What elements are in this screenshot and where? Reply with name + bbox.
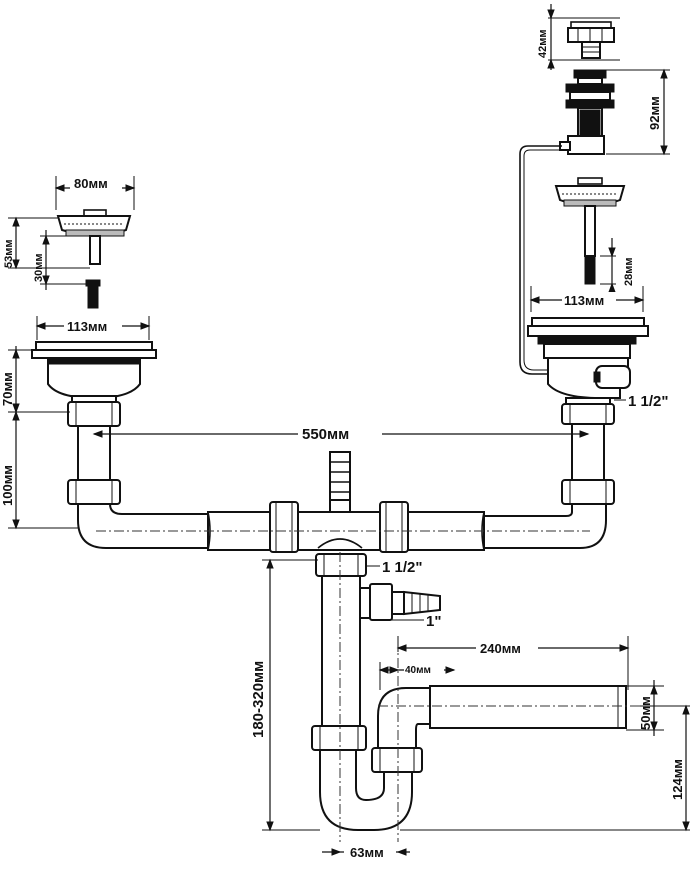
dim-28: 28мм <box>600 238 635 298</box>
svg-text:1 1/2": 1 1/2" <box>382 559 422 576</box>
bottle-trap <box>311 685 627 831</box>
label-50: 50мм <box>638 696 653 730</box>
strainer-basket-right <box>554 177 626 285</box>
overflow-outlet <box>559 69 615 155</box>
dim-100: 100мм <box>0 410 78 530</box>
dim-80: 80мм <box>54 176 136 210</box>
label-92: 92мм <box>647 96 662 130</box>
label-53: 53мм <box>3 239 15 268</box>
dim-30: 30мм <box>33 230 90 290</box>
dim-42: 42мм <box>537 4 620 70</box>
label-240: 240мм <box>480 641 521 656</box>
left-drop <box>67 395 209 549</box>
dim-70: 70мм <box>0 346 70 414</box>
dim-180-320: 180-320мм <box>250 558 320 832</box>
center-drop <box>315 553 441 731</box>
label-63: 63мм <box>350 845 384 860</box>
label-550: 550мм <box>302 426 349 443</box>
overflow-hose <box>519 145 600 375</box>
label-113-left: 113мм <box>67 319 107 334</box>
tee-with-spigot <box>269 451 409 553</box>
label-center-outlet: 1 1/2" <box>366 559 422 576</box>
strainer-basket-left <box>56 209 132 309</box>
waste-left <box>31 341 157 400</box>
dim-113-right: 113мм <box>529 286 645 312</box>
dim-53: 53мм <box>3 216 90 270</box>
svg-text:1 1/2": 1 1/2" <box>628 393 668 410</box>
label-28: 28мм <box>623 257 635 286</box>
label-side-inlet: 1" <box>380 613 441 630</box>
label-outlet-right: 1 1/2" <box>614 393 668 410</box>
label-80: 80мм <box>74 176 108 191</box>
right-drop <box>483 397 615 549</box>
label-40: 40мм <box>405 665 431 676</box>
label-42: 42мм <box>537 29 549 58</box>
dim-124: 124мм <box>400 704 690 832</box>
label-113-right: 113мм <box>564 293 604 308</box>
dim-50: 50мм <box>626 680 664 736</box>
dim-40: 40мм <box>378 662 456 690</box>
label-70: 70мм <box>0 372 15 406</box>
svg-text:1": 1" <box>426 613 441 630</box>
waste-right <box>527 317 649 399</box>
dim-63: 63мм <box>322 844 410 860</box>
label-100: 100мм <box>0 465 15 506</box>
dim-550: 550мм <box>92 426 590 443</box>
label-30: 30мм <box>33 253 45 282</box>
label-180-320: 180-320мм <box>250 661 267 738</box>
dim-240: 240мм <box>396 636 630 690</box>
dim-113-left: 113мм <box>35 316 151 340</box>
label-124: 124мм <box>670 759 685 800</box>
dim-92: 92мм <box>606 68 670 156</box>
overflow-knob <box>567 21 615 59</box>
